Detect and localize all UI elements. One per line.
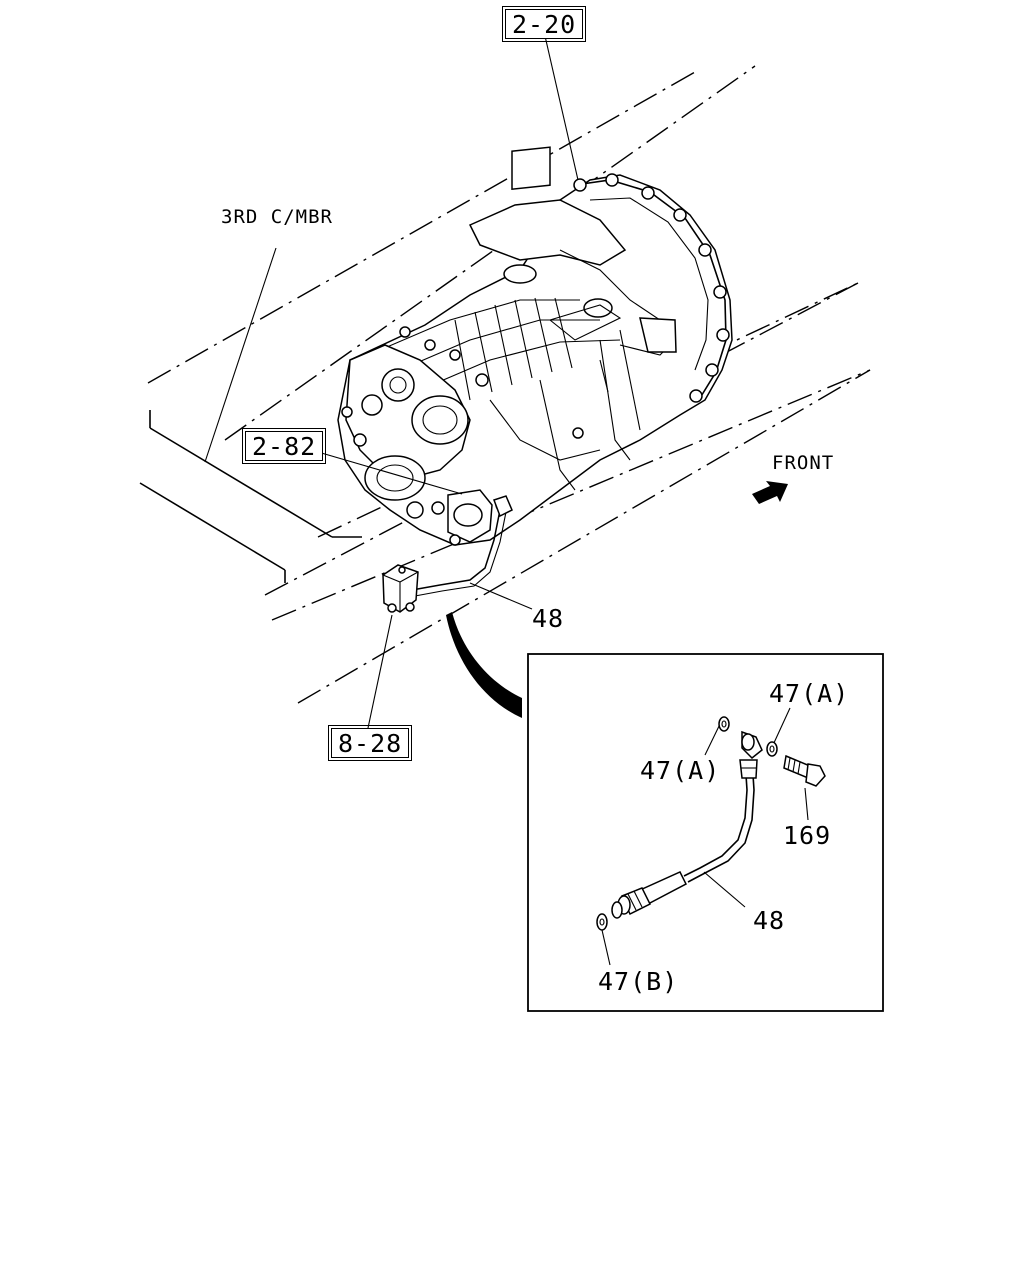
hose-48-installed xyxy=(382,495,513,613)
sensor-boss xyxy=(431,489,509,546)
washer-47b xyxy=(596,913,608,931)
leader-lines xyxy=(204,35,809,966)
bell-housing-bolts xyxy=(573,173,730,403)
ref-label-2-82[interactable]: 2-82 xyxy=(241,428,327,464)
member-label: 3RD C/MBR xyxy=(221,206,333,228)
detail-washer-top-label: 47(A) xyxy=(769,679,850,708)
detail-box xyxy=(527,653,884,1012)
detail-washer-bottom-label: 47(B) xyxy=(598,967,679,996)
ref-label-8-28[interactable]: 8-28 xyxy=(327,725,413,761)
detail-parts xyxy=(596,716,826,931)
detail-callout-arrow xyxy=(446,612,522,718)
hose-48-detail xyxy=(683,759,748,877)
detail-bolt-169-label: 169 xyxy=(783,821,832,850)
front-arrow-icon xyxy=(752,481,788,504)
hose-48-label: 48 xyxy=(532,604,565,633)
washer-47a-left xyxy=(718,716,730,732)
washer-47a-right xyxy=(766,741,778,757)
ref-label-2-20[interactable]: 2-20 xyxy=(501,6,587,42)
gear-case-ribs xyxy=(379,297,641,491)
transmission-assembly xyxy=(337,146,733,546)
rear-cover xyxy=(341,326,489,519)
detail-hose-48-label: 48 xyxy=(753,906,786,935)
detail-washer-left-label: 47(A) xyxy=(640,756,721,785)
bolt-169 xyxy=(783,754,826,787)
front-label: FRONT xyxy=(772,452,835,474)
